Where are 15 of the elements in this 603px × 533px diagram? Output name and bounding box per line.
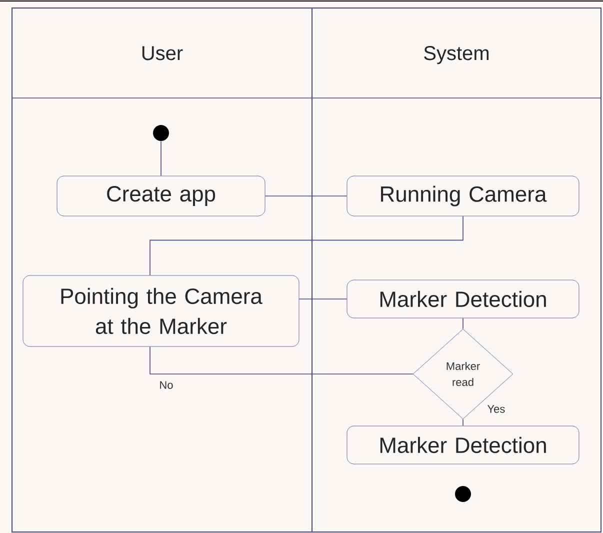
edge-label: Yes	[487, 405, 505, 413]
activity-box: Marker Detection	[346, 426, 580, 464]
connector-line	[150, 216, 464, 276]
edge-label: No	[160, 381, 173, 389]
connector-line	[462, 418, 464, 426]
state-dot	[455, 486, 471, 502]
state-dot	[153, 125, 169, 141]
connector-line	[298, 298, 348, 300]
connector-line	[160, 140, 162, 176]
activity-box: Create app	[56, 176, 266, 216]
activity-box: Pointing the Camera at the Marker	[22, 275, 300, 347]
activity-box: Marker Detection	[346, 280, 580, 318]
activity-box: Running Camera	[346, 176, 580, 216]
connector-line	[150, 346, 414, 374]
connector-line	[462, 318, 464, 330]
